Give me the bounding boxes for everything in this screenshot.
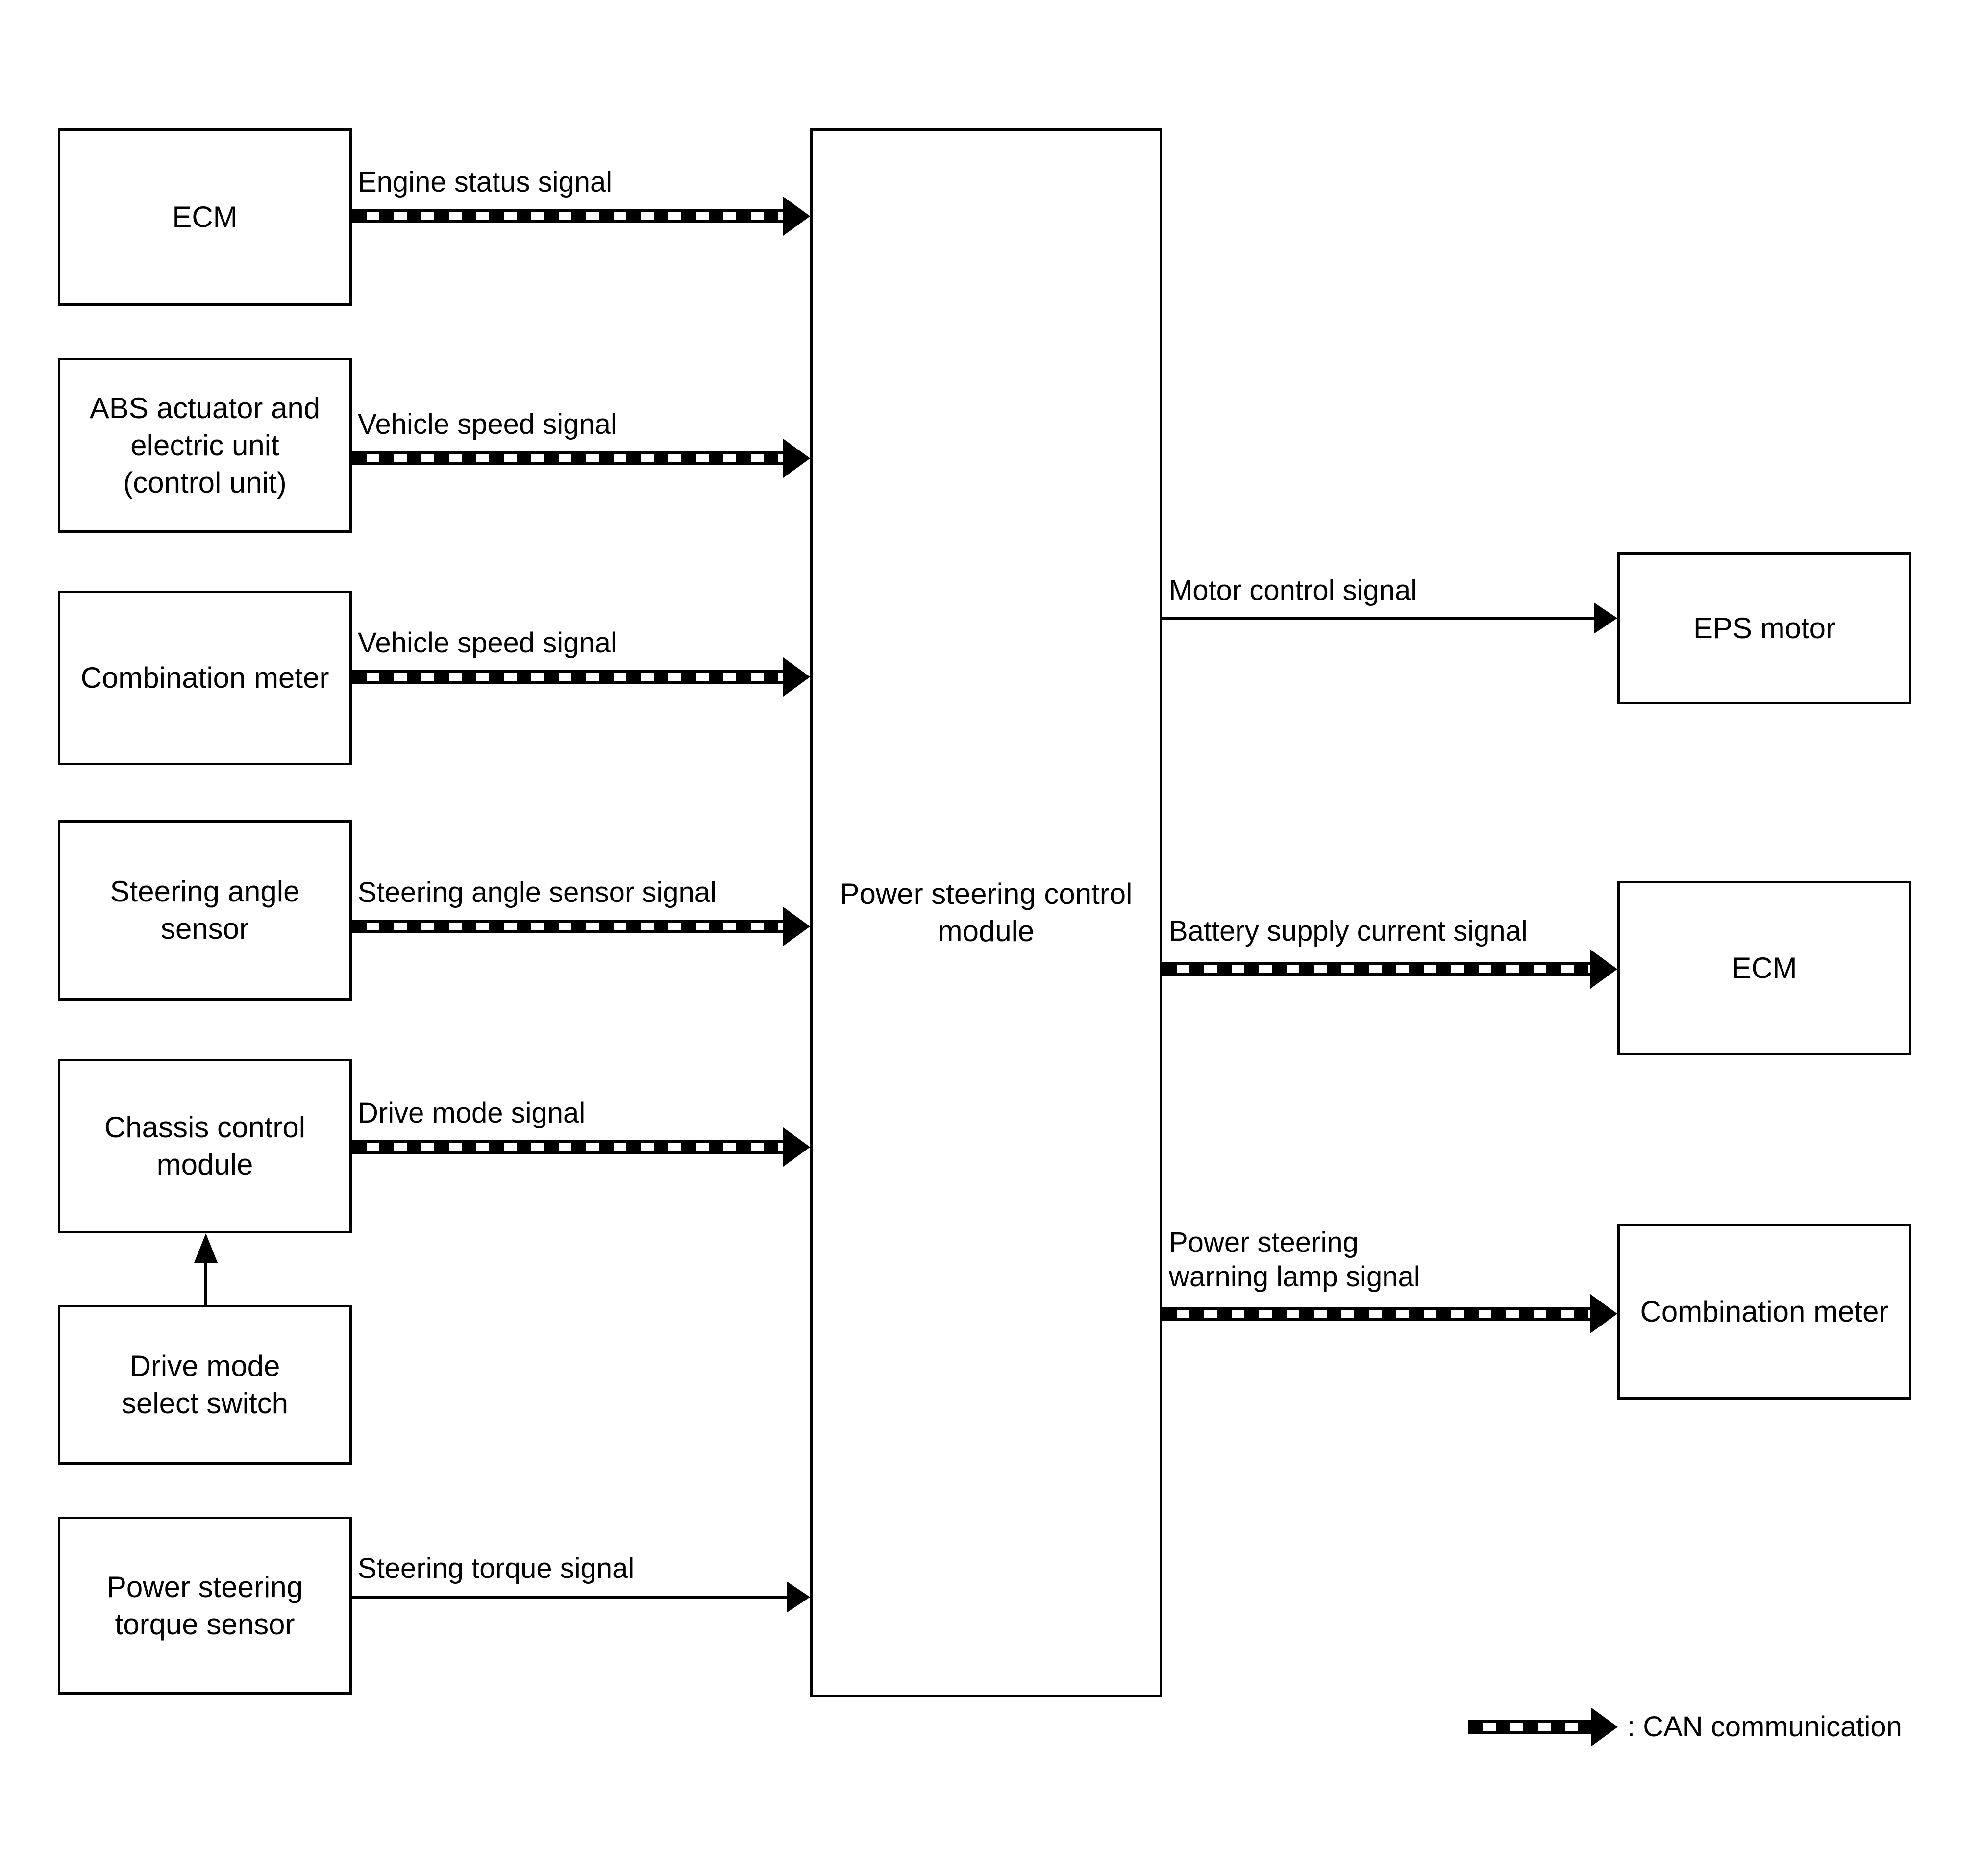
node-drive-mode-select-switch: Drive mode select switch — [58, 1305, 352, 1465]
node-combination-meter-left-label: Combination meter — [80, 661, 329, 694]
signal-label-vehicle-speed-meter: Vehicle speed signal — [358, 627, 617, 659]
node-ecm-left: ECM — [58, 128, 352, 306]
node-power-steering-control-module: Power steering control module — [810, 128, 1162, 1697]
node-abs-actuator-unit-label: ABS actuator and electric unit (control … — [89, 391, 321, 499]
node-power-steering-torque-sensor-label: Power steering torque sensor — [106, 1570, 303, 1641]
can-arrow-shaft — [1162, 962, 1590, 976]
signal-label-power-steering-warning-lamp: Power steering warning lamp signal — [1169, 1226, 1420, 1293]
node-combination-meter-right-label: Combination meter — [1640, 1295, 1889, 1328]
arrowhead-icon — [1590, 950, 1617, 989]
arrowhead-icon — [783, 439, 810, 478]
can-arrow-shaft — [352, 920, 783, 933]
arrowhead-icon — [783, 907, 810, 946]
node-abs-actuator-unit: ABS actuator and electric unit (control … — [58, 358, 352, 533]
node-eps-motor-label: EPS motor — [1693, 612, 1836, 645]
node-ecm-left-label: ECM — [172, 200, 238, 233]
node-combination-meter-left: Combination meter — [58, 591, 352, 765]
node-steering-angle-sensor-label: Steering angle sensor — [110, 875, 300, 945]
signal-label-engine-status: Engine status signal — [358, 166, 613, 198]
signal-label-battery-supply-current: Battery supply current signal — [1169, 915, 1528, 947]
node-ecm-right: ECM — [1617, 881, 1911, 1055]
solid-arrow-shaft — [204, 1260, 207, 1305]
legend-label: : CAN communication — [1627, 1711, 1902, 1743]
arrowhead-up-icon — [194, 1233, 218, 1263]
arrowhead-icon — [783, 1127, 810, 1167]
can-arrow-shaft — [352, 1140, 783, 1154]
node-steering-angle-sensor: Steering angle sensor — [58, 820, 352, 1001]
arrowhead-icon — [787, 1581, 810, 1613]
can-arrow-shaft — [352, 670, 783, 684]
node-eps-motor: EPS motor — [1617, 552, 1911, 704]
can-arrow-shaft — [1162, 1307, 1590, 1321]
solid-arrow-shaft — [352, 1596, 787, 1599]
legend-can-arrow-shaft — [1468, 1720, 1591, 1734]
signal-label-steering-angle: Steering angle sensor signal — [358, 876, 717, 908]
solid-arrow-shaft — [1162, 617, 1594, 620]
can-arrow-shaft — [352, 451, 783, 465]
signal-label-drive-mode: Drive mode signal — [358, 1097, 586, 1129]
node-power-steering-torque-sensor: Power steering torque sensor — [58, 1517, 352, 1695]
arrowhead-icon — [783, 657, 810, 697]
node-drive-mode-select-switch-label: Drive mode select switch — [121, 1350, 289, 1420]
signal-label-motor-control: Motor control signal — [1169, 575, 1417, 606]
signal-label-steering-torque: Steering torque signal — [358, 1552, 635, 1584]
node-combination-meter-right: Combination meter — [1617, 1224, 1911, 1400]
node-power-steering-control-module-label: Power steering control module — [840, 877, 1133, 948]
node-chassis-control-module-label: Chassis control module — [104, 1111, 306, 1181]
signal-label-vehicle-speed-abs: Vehicle speed signal — [358, 408, 617, 440]
can-arrow-shaft — [352, 209, 783, 223]
arrowhead-icon — [1594, 602, 1617, 634]
legend-arrowhead-icon — [1591, 1707, 1618, 1747]
arrowhead-icon — [783, 197, 810, 236]
node-chassis-control-module: Chassis control module — [58, 1059, 352, 1233]
node-ecm-right-label: ECM — [1732, 951, 1797, 984]
arrowhead-icon — [1590, 1294, 1617, 1333]
